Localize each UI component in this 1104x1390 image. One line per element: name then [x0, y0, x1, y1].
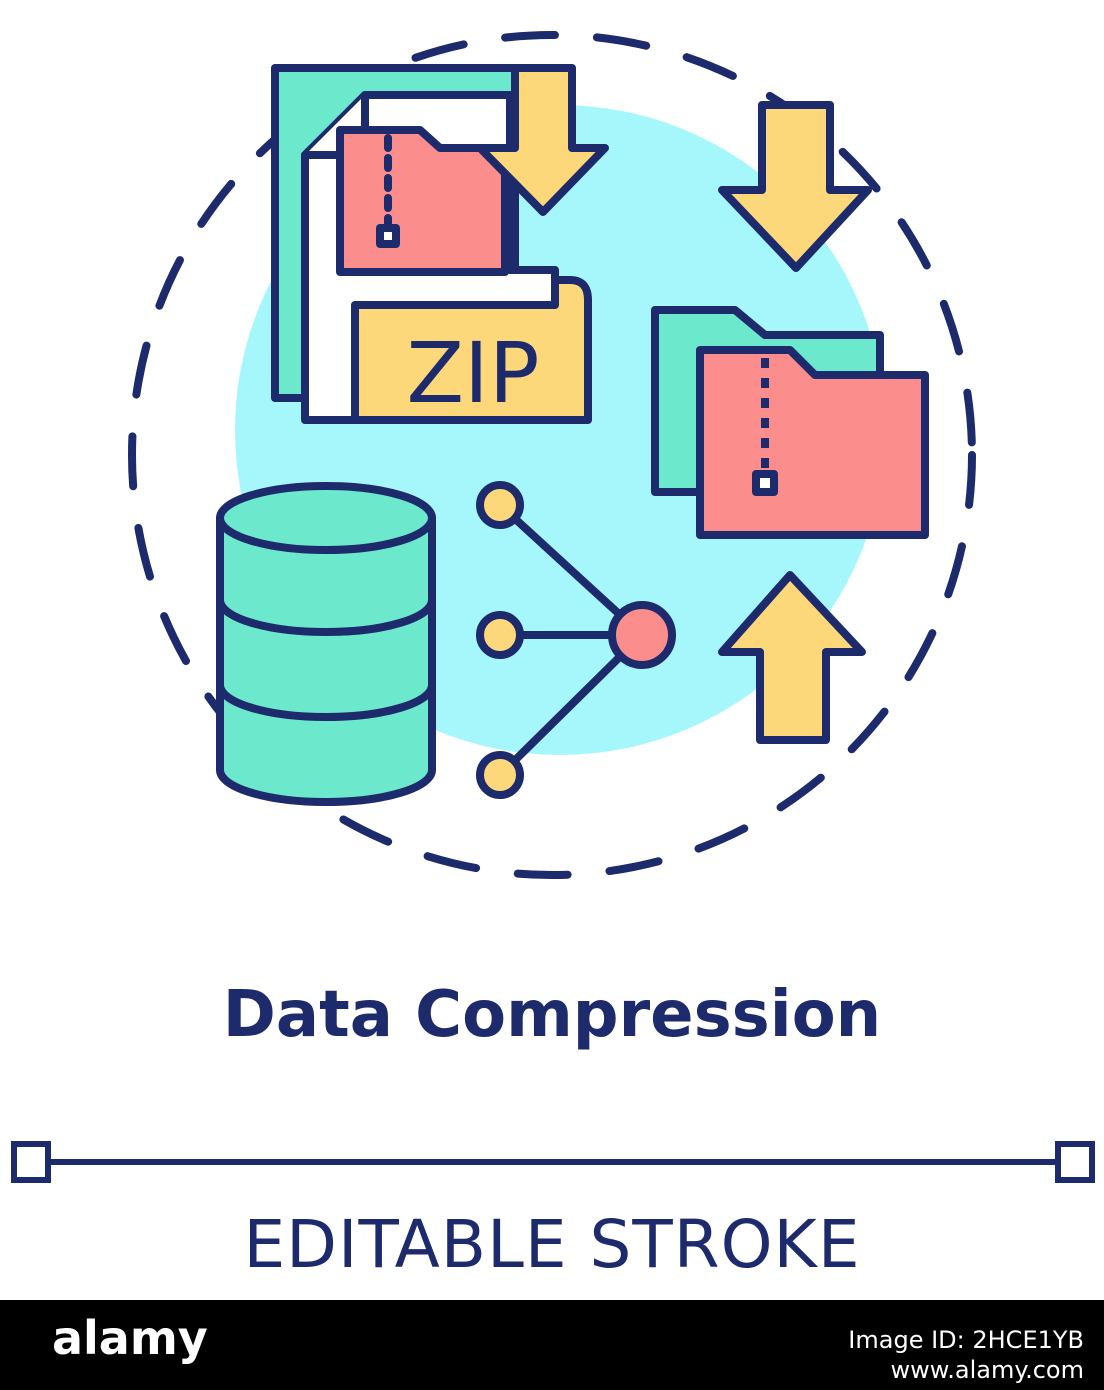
editable-stroke-line [11, 1141, 1095, 1183]
right-anchor-handle [1055, 1141, 1095, 1183]
alamy-logo: alamy [52, 1311, 208, 1365]
source-url: www.alamy.com [890, 1356, 1084, 1384]
data-compression-illustration: ZIP [128, 31, 976, 879]
image-id-label: Image ID: 2HCE1YB [848, 1326, 1084, 1354]
editable-stroke-caption: EDITABLE STROKE [243, 1206, 861, 1283]
database-icon [216, 482, 436, 806]
left-anchor-handle [11, 1141, 51, 1183]
page-title: Data Compression [222, 978, 882, 1052]
arrow-down-icon [718, 101, 872, 272]
dashed-circle-frame [128, 31, 976, 879]
zipped-folder-icon [651, 306, 929, 539]
arrow-up-icon [718, 571, 866, 744]
watermark-footer-bar [0, 1300, 1104, 1390]
connection-nodes-icon [476, 481, 676, 799]
zip-file-icon [271, 64, 609, 424]
zip-label: ZIP [407, 324, 540, 422]
